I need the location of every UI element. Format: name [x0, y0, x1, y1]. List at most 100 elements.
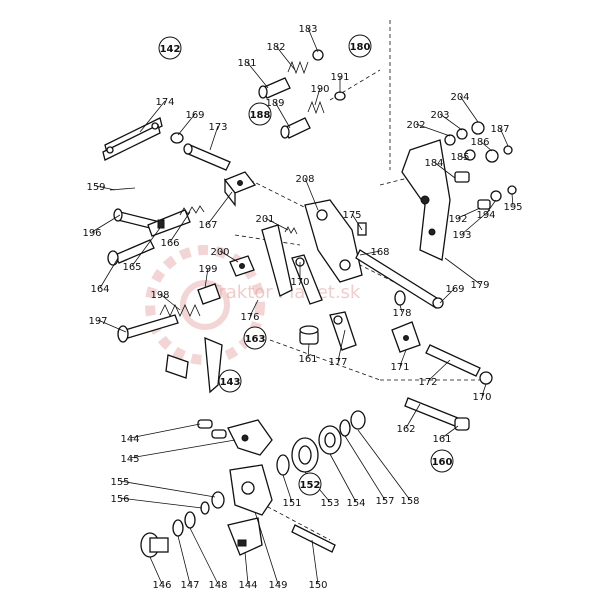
part-label-180: 180: [350, 42, 371, 53]
part-186-nut: [485, 149, 499, 163]
leader-174: [139, 100, 166, 133]
leader-203: [439, 113, 463, 131]
part-label-202: 202: [406, 120, 425, 131]
leader-187: [499, 127, 509, 147]
part-label-190: 190: [310, 84, 329, 95]
leader-159: [95, 185, 116, 191]
leader-148: [189, 527, 219, 585]
leader-158: [357, 429, 411, 501]
part-label-169b: 169: [445, 284, 464, 295]
part-label-194: 194: [476, 210, 495, 221]
leader-184: [433, 161, 456, 179]
part-149-housing: [229, 464, 273, 516]
part-label-165: 165: [122, 262, 141, 273]
part-label-168: 168: [370, 247, 389, 258]
leader-197: [97, 319, 127, 333]
label-circle-152: [298, 472, 322, 496]
leader-145: [129, 439, 236, 459]
leader-162: [405, 403, 421, 429]
part-label-189: 189: [265, 98, 284, 109]
part-label-169: 169: [185, 110, 204, 121]
leader-208: [304, 177, 319, 211]
part-label-153: 153: [320, 498, 339, 509]
label-circle-160: [430, 449, 454, 473]
part-label-185: 185: [450, 152, 469, 163]
part-label-163: 163: [245, 334, 266, 345]
leader-179: [444, 257, 481, 285]
part-label-164: 164: [90, 284, 109, 295]
part-174-link-bars: [102, 117, 163, 161]
leader-182: [275, 45, 296, 71]
part-label-204: 204: [450, 92, 469, 103]
leader-175: [351, 213, 363, 231]
part-154-bearing: [318, 425, 342, 455]
part-label-182: 182: [266, 42, 285, 53]
leader-161b: [441, 425, 459, 439]
part-label-197: 197: [88, 316, 107, 327]
part-label-208: 208: [295, 174, 314, 185]
part-labels: 1421741691731591961651641661672001991981…: [82, 24, 522, 591]
part-label-172: 172: [418, 377, 437, 388]
part-label-196: 196: [82, 228, 101, 239]
part-187-nut: [503, 145, 513, 155]
leader-190: [314, 87, 321, 106]
label-circle-188: [248, 102, 272, 126]
leader-185: [459, 155, 471, 161]
part-label-170: 170: [290, 277, 309, 288]
part-label-198: 198: [150, 290, 169, 301]
part-204-nut: [471, 121, 485, 135]
part-label-149: 149: [268, 580, 287, 591]
part-166-spring: [179, 205, 205, 216]
leader-150: [311, 539, 319, 585]
leader-176: [249, 299, 259, 317]
leader-149: [254, 511, 279, 585]
leader-192: [457, 207, 481, 219]
part-label-191: 191: [330, 72, 349, 83]
part-177-lever: [329, 311, 357, 351]
part-label-199: 199: [198, 264, 217, 275]
part-175-bolt: [357, 222, 367, 236]
part-157-ring: [339, 419, 351, 437]
leader-202: [415, 123, 451, 137]
leader-154: [329, 453, 357, 503]
part-label-176: 176: [240, 312, 259, 323]
part-165-fork: [147, 209, 191, 237]
part-label-200: 200: [210, 247, 229, 258]
part-155-spacer: [211, 491, 225, 509]
leader-195: [511, 193, 514, 207]
part-144-pins-top: [197, 419, 227, 439]
leader-144: [129, 423, 201, 439]
leader-169: [177, 113, 196, 136]
leader-171: [399, 349, 407, 367]
part-label-154: 154: [346, 498, 365, 509]
part-189-pin: [280, 117, 311, 139]
part-label-161: 161: [298, 354, 317, 365]
part-146-cap: [140, 532, 169, 558]
leader-168: [359, 250, 381, 256]
part-192-spring: [477, 199, 491, 210]
part-184-spring: [454, 171, 470, 183]
leader-170b: [481, 383, 487, 397]
part-144-block-bottom: [227, 517, 263, 556]
part-label-159: 159: [86, 182, 105, 193]
part-201-spring: [284, 226, 298, 235]
label-circle-143: [218, 369, 242, 393]
part-182-spring: [287, 60, 309, 75]
leader-151: [282, 474, 293, 503]
part-169-washer-b: [432, 297, 444, 309]
leader-166: [169, 211, 191, 243]
part-147-ring: [172, 519, 184, 537]
leader-183: [307, 27, 319, 53]
leader-189: [274, 101, 291, 129]
part-label-187: 187: [490, 124, 509, 135]
leader-178: [399, 304, 403, 313]
part-label-186: 186: [470, 137, 489, 148]
part-161-bushing-b: [454, 417, 470, 431]
part-label-151: 151: [282, 498, 301, 509]
part-label-152: 152: [300, 480, 321, 491]
part-label-184: 184: [424, 158, 443, 169]
part-label-162: 162: [396, 424, 415, 435]
leader-186: [479, 140, 493, 152]
part-170-washer-b: [479, 371, 493, 385]
